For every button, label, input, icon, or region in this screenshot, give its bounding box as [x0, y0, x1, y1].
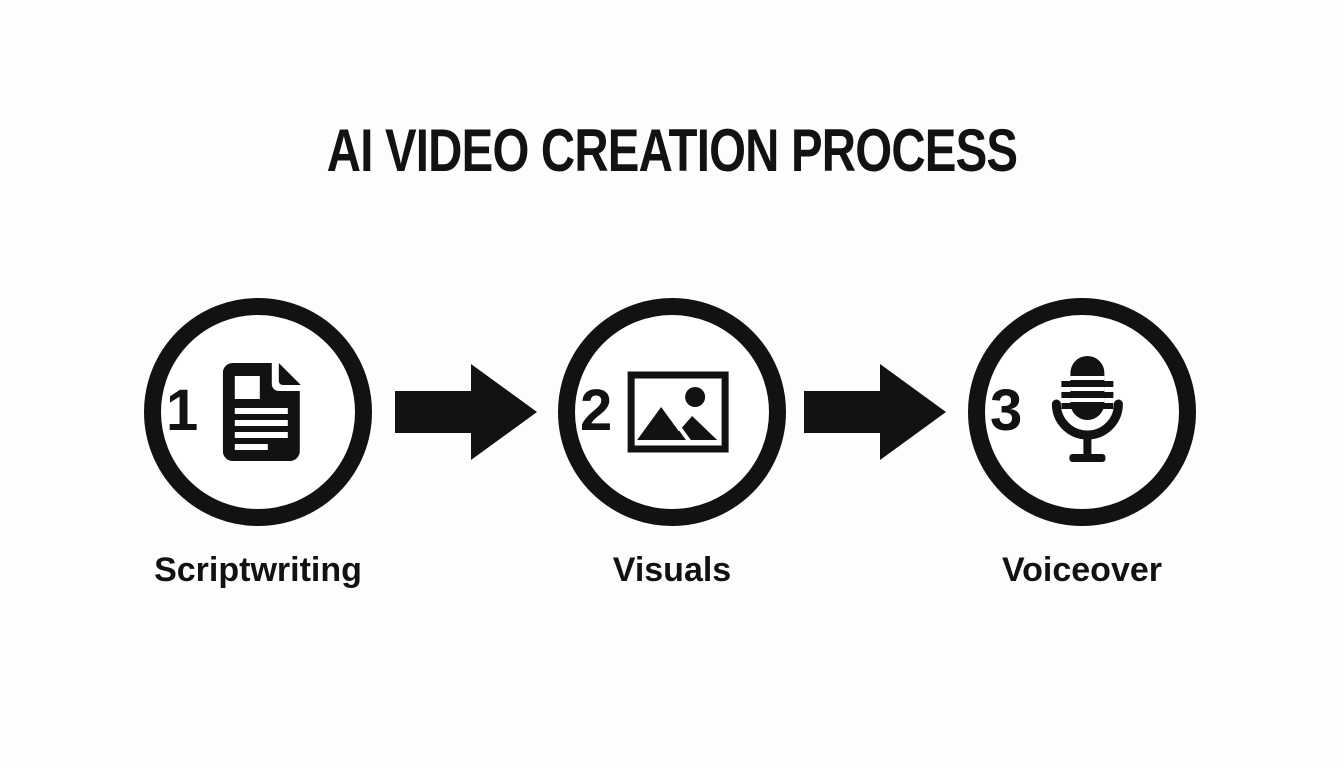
step-visuals: 2 [558, 298, 786, 526]
arrow-right-icon [804, 362, 946, 462]
step-label-visuals: Visuals [612, 551, 732, 589]
page-title: AI VIDEO CREATION PROCESS [0, 116, 1344, 185]
arrow-right-icon [395, 362, 537, 462]
step-voiceover: 3 [968, 298, 1196, 526]
step-scriptwriting: 1 [144, 298, 372, 526]
step-number: 2 [580, 377, 613, 443]
step-label-voiceover: Voiceover [1001, 551, 1162, 589]
step-number: 3 [990, 377, 1023, 443]
image-icon [627, 371, 729, 453]
step-label-scriptwriting: Scriptwriting [154, 551, 362, 589]
document-icon [222, 363, 303, 461]
page-title-text: AI VIDEO CREATION PROCESS [326, 117, 1018, 184]
microphone-icon [1042, 356, 1132, 468]
step-number: 1 [166, 377, 199, 443]
